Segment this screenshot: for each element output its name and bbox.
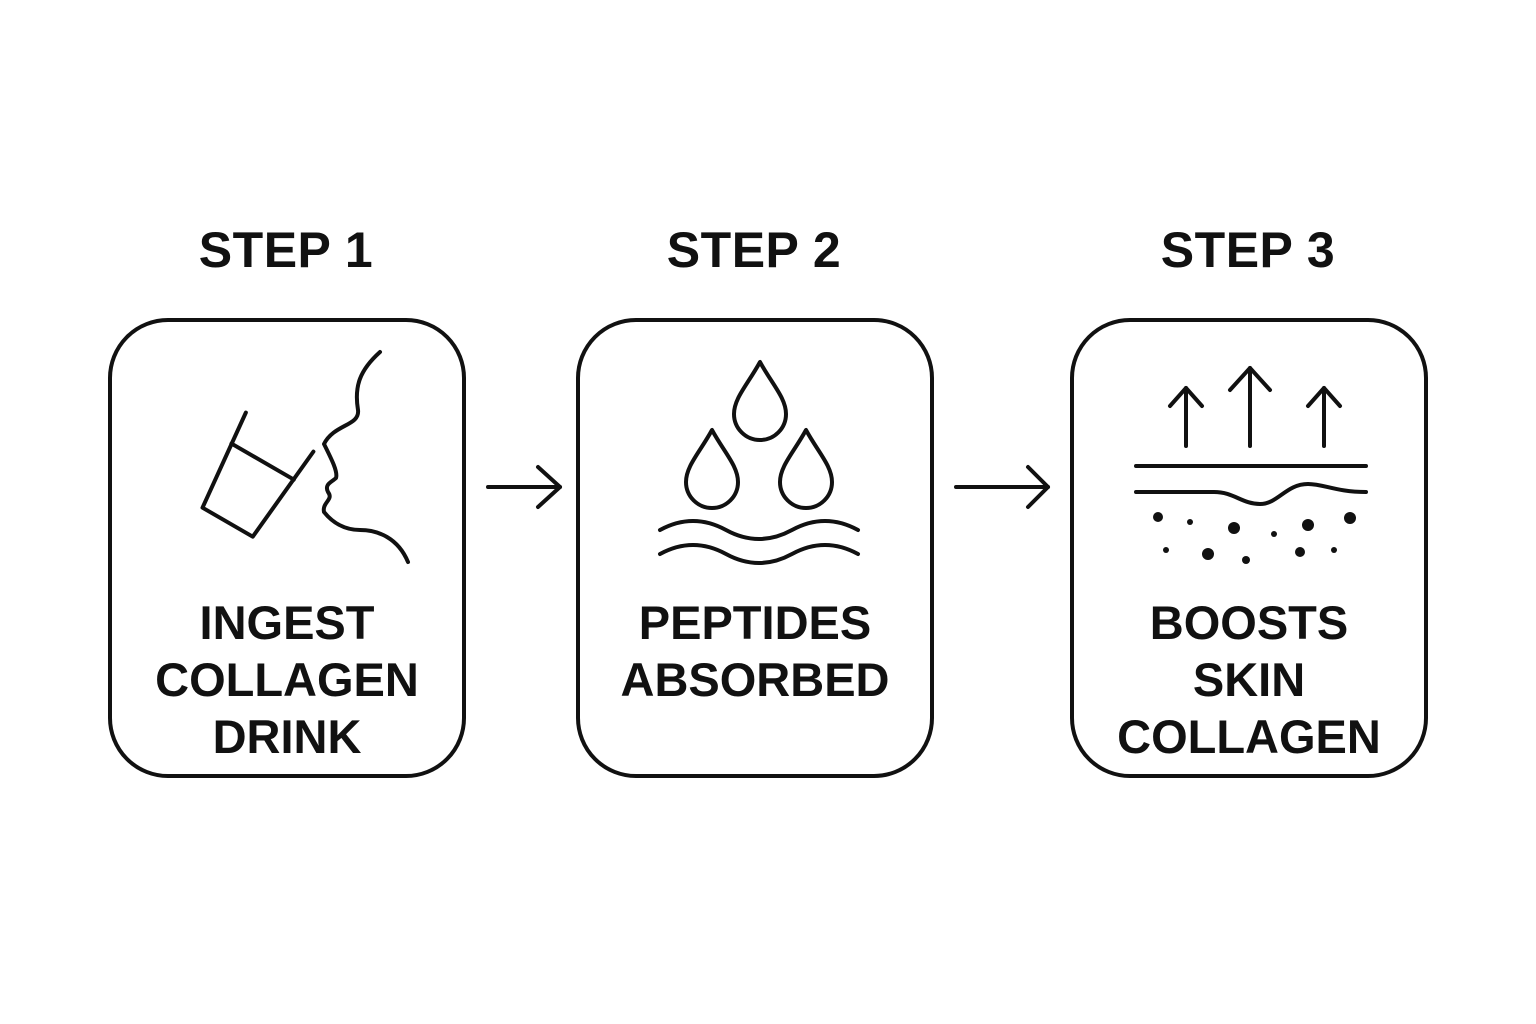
step-3-label-line: BOOSTS (1149, 596, 1349, 649)
step-1-label: INGEST COLLAGEN DRINK (112, 594, 462, 765)
step-3-label-line: SKIN (1192, 653, 1306, 706)
step-1-label-line: COLLAGEN (155, 653, 419, 706)
step-2-card: PEPTIDES ABSORBED (576, 318, 934, 778)
right-arrow-icon (486, 465, 562, 509)
step-1-heading: STEP 1 (198, 222, 374, 278)
step-1-card: INGEST COLLAGEN DRINK (108, 318, 466, 778)
step-2-label: PEPTIDES ABSORBED (580, 594, 930, 708)
skin-layers-boost-icon (1134, 366, 1368, 564)
step-3-heading: STEP 3 (1160, 222, 1336, 278)
step-3-label: BOOSTS SKIN COLLAGEN (1074, 594, 1424, 765)
right-arrow-icon (954, 465, 1050, 509)
step-3-card: BOOSTS SKIN COLLAGEN (1070, 318, 1428, 778)
droplets-absorbed-icon (658, 360, 860, 565)
step-1-label-line: DRINK (212, 710, 362, 763)
step-2-label-line: PEPTIDES (638, 596, 872, 649)
step-1-label-line: INGEST (199, 596, 375, 649)
step-2-heading: STEP 2 (666, 222, 842, 278)
drinking-glass-face-icon (200, 350, 410, 564)
step-2-label-line: ABSORBED (620, 653, 890, 706)
step-3-label-line: COLLAGEN (1117, 710, 1381, 763)
